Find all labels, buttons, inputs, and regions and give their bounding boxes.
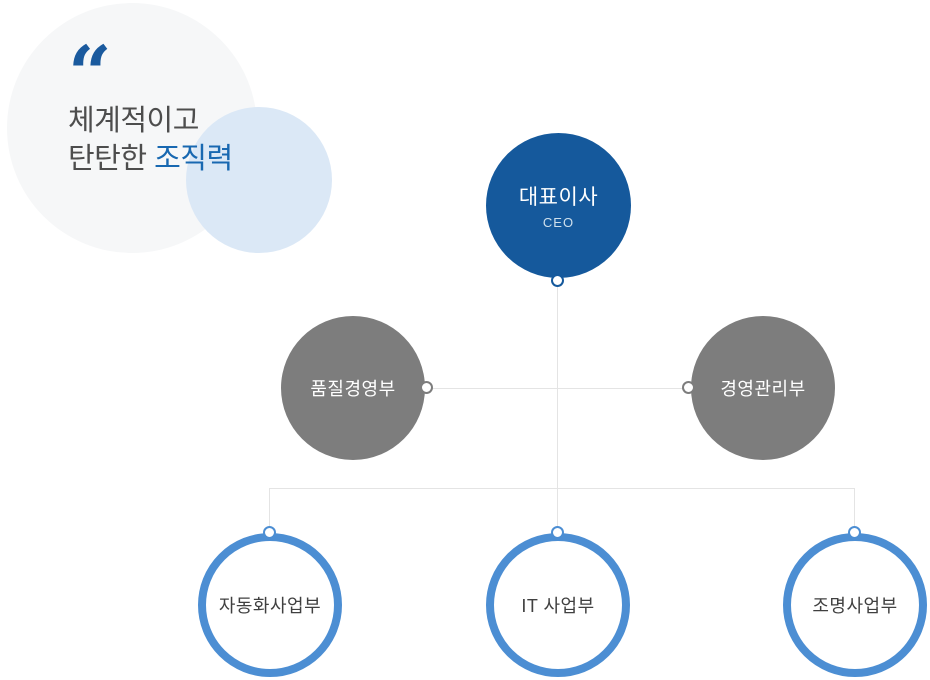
- decorative-circle-blue: [186, 107, 332, 253]
- junction-dot-ceo: [551, 274, 564, 287]
- junction-dot-it: [551, 526, 564, 539]
- connector-level2-horizontal: [428, 388, 689, 389]
- node-automation-label: 자동화사업부: [218, 596, 322, 616]
- headline-line2: 탄탄한 조직력: [68, 140, 233, 178]
- junction-dot-lighting: [848, 526, 861, 539]
- junction-dot-admin-dept: [682, 381, 695, 394]
- headline-line2-plain: 탄탄한: [68, 143, 155, 175]
- headline-line1: 체계적이고: [68, 105, 199, 137]
- node-quality-management-label: 품질경영부: [310, 379, 396, 399]
- node-quality-management-dept: 품질경영부: [281, 316, 425, 460]
- node-lighting-division: 조명사업부: [783, 533, 927, 677]
- node-it-label: IT 사업부: [521, 596, 595, 616]
- connector-level3-horizontal: [270, 488, 855, 489]
- headline-line2-accent: 조직력: [154, 143, 233, 175]
- junction-dot-automation: [263, 526, 276, 539]
- node-management-admin-dept: 경영관리부: [691, 316, 835, 460]
- node-ceo-label: 대표이사: [518, 186, 599, 209]
- connector-ceo-vertical: [557, 281, 558, 533]
- node-management-admin-label: 경영관리부: [720, 379, 806, 399]
- connector-level3-right-stub: [854, 488, 855, 533]
- node-automation-division: 자동화사업부: [198, 533, 342, 677]
- node-it-division: IT 사업부: [486, 533, 630, 677]
- quote-mark-icon: “: [68, 29, 112, 118]
- section-headline: “ 체계적이고 탄탄한 조직력: [68, 29, 233, 178]
- junction-dot-quality-dept: [420, 381, 433, 394]
- node-ceo-sublabel: CEO: [542, 215, 575, 230]
- node-lighting-label: 조명사업부: [812, 596, 898, 616]
- connector-level3-left-stub: [269, 488, 270, 533]
- node-ceo: 대표이사 CEO: [486, 133, 631, 278]
